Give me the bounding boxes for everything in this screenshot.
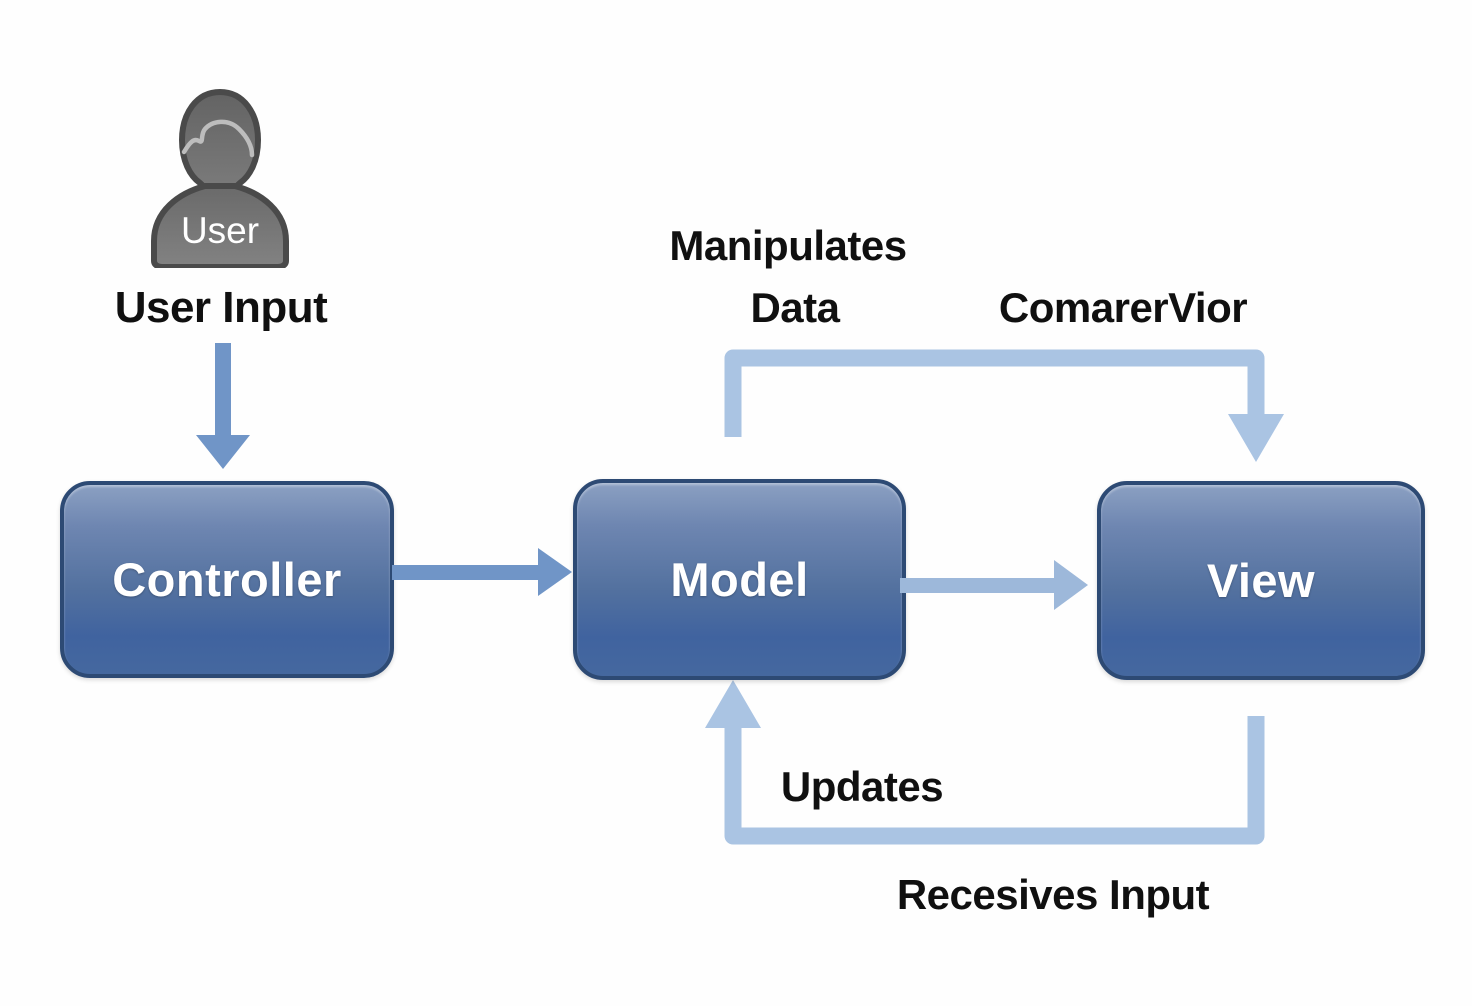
node-controller-label: Controller (112, 553, 342, 606)
node-model: Model (573, 479, 906, 680)
user-icon: User (151, 89, 289, 268)
node-controller: Controller (60, 481, 394, 678)
user-icon-label: User (181, 210, 259, 251)
arrow-view-to-model-loop (705, 680, 1265, 845)
user-input-label: User Input (114, 283, 328, 332)
manipulates-label-line2: Data (750, 284, 840, 331)
updates-label: Updates (780, 763, 944, 810)
top-right-edge-label: ComarerVior (998, 284, 1248, 331)
node-view-label: View (1206, 554, 1316, 607)
receives-input-label: Recesives Input (896, 871, 1210, 918)
node-model-label: Model (670, 553, 809, 606)
node-view: View (1097, 481, 1425, 680)
arrow-user-to-controller (196, 343, 250, 469)
arrow-model-to-view (900, 560, 1088, 610)
manipulates-label-line1: Manipulates (669, 222, 907, 269)
arrow-model-to-view-loop (724, 349, 1284, 462)
arrow-controller-to-model (392, 548, 572, 596)
